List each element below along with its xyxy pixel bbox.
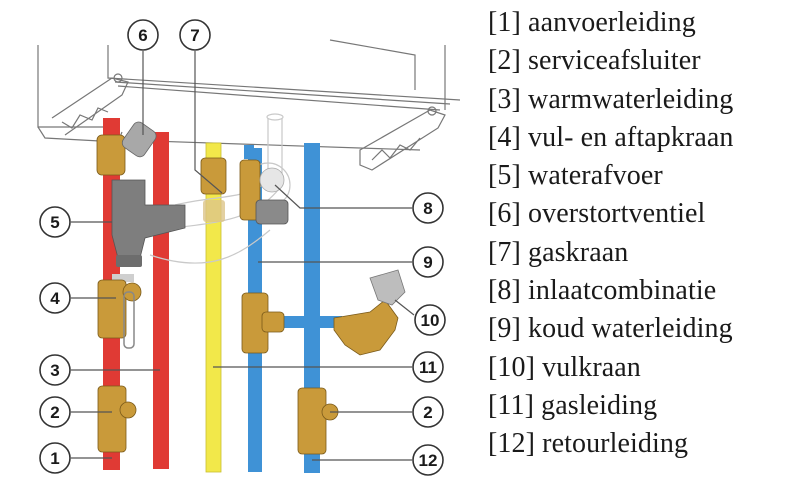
callout-7: 7 — [179, 19, 211, 51]
callout-12: 12 — [412, 444, 444, 476]
callout-4: 4 — [39, 282, 71, 314]
boiler-connections-diagram: 6 7 5 4 3 2 1 8 9 10 11 2 12 — [37, 19, 461, 476]
svg-text:10: 10 — [421, 311, 440, 330]
legend-item: [2] serviceafsluiter — [488, 45, 701, 77]
callout-11: 11 — [412, 351, 444, 383]
svg-text:8: 8 — [423, 199, 432, 218]
leader-lines — [71, 51, 415, 461]
svg-text:6: 6 — [138, 26, 147, 45]
callout-5: 5 — [39, 206, 71, 238]
fittings — [96, 121, 406, 455]
callout-1: 1 — [39, 442, 71, 474]
svg-text:2: 2 — [423, 403, 432, 422]
svg-text:3: 3 — [50, 361, 59, 380]
legend-item: [3] warmwaterleiding — [488, 83, 734, 115]
legend-item: [8] inlaatcombinatie — [488, 275, 717, 307]
legend-item: [10] vulkraan — [488, 351, 641, 383]
svg-text:11: 11 — [419, 358, 437, 377]
callout-10: 10 — [414, 304, 446, 336]
callout-3: 3 — [39, 354, 71, 386]
gas-pipe — [205, 142, 222, 473]
svg-text:7: 7 — [190, 26, 199, 45]
legend-item: [4] vul- en aftapkraan — [488, 121, 734, 153]
legend-item: [12] retourleiding — [488, 428, 689, 460]
svg-text:5: 5 — [50, 213, 59, 232]
callout-2-right: 2 — [412, 396, 444, 428]
legend-item: [5] waterafvoer — [488, 160, 663, 192]
legend-item: [11] gasleiding — [488, 389, 658, 421]
svg-text:4: 4 — [50, 289, 60, 308]
callout-9: 9 — [412, 246, 444, 278]
legend-list: [1] aanvoerleiding [2] serviceafsluiter … — [488, 4, 734, 464]
callout-8: 8 — [412, 192, 444, 224]
callout-2-left: 2 — [39, 396, 71, 428]
boiler-housing — [37, 39, 461, 171]
legend-item: [9] koud waterleiding — [488, 313, 733, 345]
svg-text:1: 1 — [50, 449, 59, 468]
callout-6: 6 — [127, 19, 159, 51]
legend-item: [1] aanvoerleiding — [488, 7, 696, 38]
legend-item: [6] overstortventiel — [488, 198, 706, 230]
svg-text:12: 12 — [419, 451, 438, 470]
hot-water-pipe — [153, 132, 169, 469]
svg-text:9: 9 — [423, 253, 432, 272]
svg-text:2: 2 — [50, 403, 59, 422]
legend-item: [7] gaskraan — [488, 236, 629, 268]
